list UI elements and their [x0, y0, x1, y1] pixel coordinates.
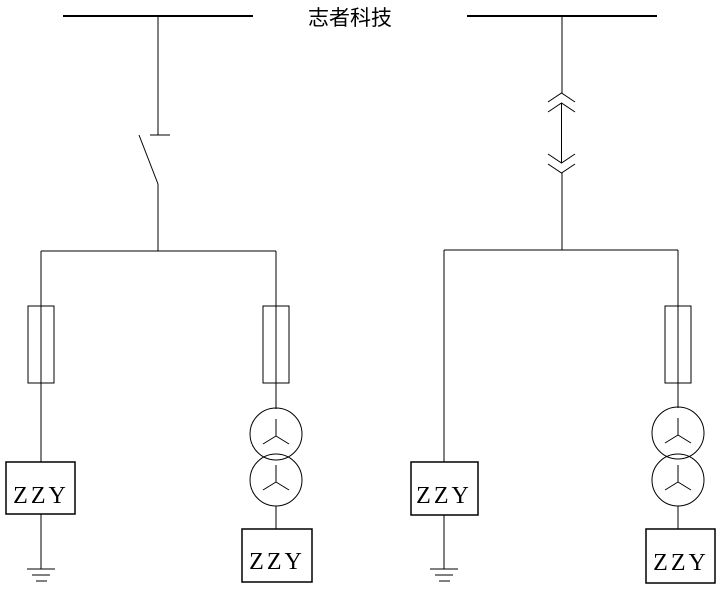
transformer-icon — [249, 407, 303, 507]
right-section: ZZY ZZY — [410, 15, 716, 584]
load-box-4 — [645, 528, 716, 584]
feeder-3: ZZY — [410, 250, 479, 582]
transformer-icon — [651, 406, 705, 507]
chevron-down-icon — [547, 153, 576, 164]
transformer-primary-winding — [249, 407, 303, 461]
fuse-icon — [664, 305, 692, 384]
chevron-down-icon — [547, 163, 576, 174]
disconnector-switch-icon — [138, 134, 170, 185]
left-section: ZZY ZZY — [5, 15, 313, 583]
load-box-1 — [5, 461, 76, 515]
chevron-up-icon — [547, 92, 576, 103]
wye-symbol — [262, 419, 290, 445]
load-box-2 — [241, 528, 313, 583]
transformer-primary-winding — [651, 406, 705, 460]
drawout-contacts-icon — [547, 92, 576, 174]
wye-symbol — [262, 465, 290, 491]
load-label-1: ZZY — [13, 483, 69, 509]
page-title: 志者科技 — [308, 6, 392, 30]
load-label-3: ZZY — [416, 483, 472, 509]
load-label-4: ZZY — [653, 550, 709, 576]
fuse-icon — [27, 305, 55, 384]
feeder-1: ZZY — [5, 251, 76, 582]
feeder-4: ZZY — [645, 250, 716, 584]
disconnector-blade — [138, 134, 159, 185]
wye-symbol — [664, 465, 692, 491]
ground-icon — [430, 568, 458, 582]
fuse-icon — [262, 305, 290, 384]
ground-icon — [27, 568, 55, 582]
feeder-2: ZZY — [241, 251, 313, 583]
load-label-2: ZZY — [249, 549, 305, 575]
load-box-3 — [410, 461, 479, 516]
wye-symbol — [664, 418, 692, 444]
